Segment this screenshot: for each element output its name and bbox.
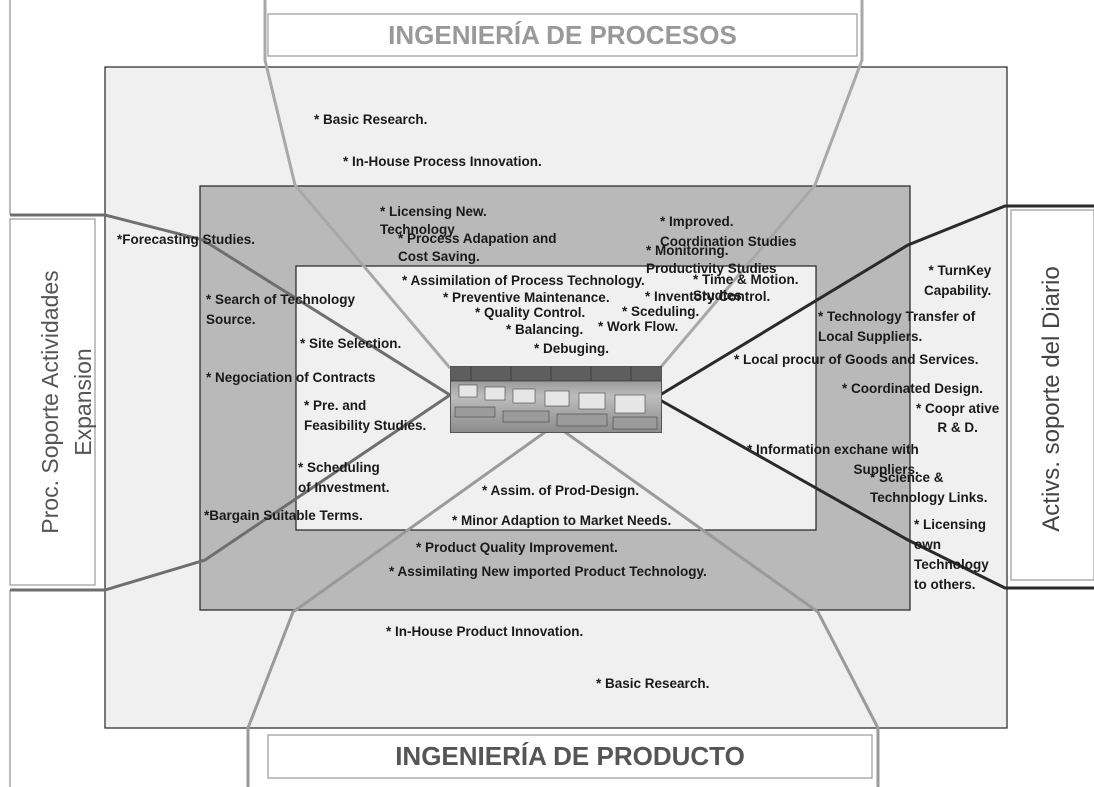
- left-title-box: [9, 218, 96, 586]
- label-inventory-control: * Inventory Control.: [645, 289, 771, 304]
- label-assimilating-new: * Assimilating New imported Product Tech…: [389, 564, 707, 579]
- label-coopr-rd: * Coopr ative R & D.: [916, 401, 1000, 435]
- label-science-tech-links: * Science & Technology Links.: [870, 470, 988, 505]
- label-licensing-new-tech: * Licensing New. Technology: [380, 204, 487, 237]
- factory-photo: [450, 366, 662, 433]
- left-title-line2: Expansion: [70, 348, 96, 456]
- label-pre-feasibility: * Pre. and Feasibility Studies.: [304, 398, 427, 433]
- label-bargain-terms: *Bargain Suitable Terms.: [204, 508, 363, 523]
- label-balancing: * Balancing.: [506, 322, 584, 337]
- top-left-connector: [263, 0, 452, 369]
- label-process-adapation: * Process Adapation and Cost Saving.: [398, 231, 557, 264]
- label-assimilation-process: * Assimilation of Process Technology.: [402, 273, 645, 288]
- label-search-technology: * Search of Technology Source.: [206, 292, 356, 327]
- label-in-house-process: * In-House Process Innovation.: [343, 154, 542, 169]
- label-preventive-maintenance: * Preventive Maintenance.: [443, 290, 610, 305]
- label-scheduling-investment: * Scheduling of Investment.: [298, 460, 390, 495]
- label-forecasting: *Forecasting Studies.: [117, 232, 256, 247]
- bottom-title-box: [267, 734, 873, 779]
- label-work-flow: * Work Flow.: [598, 319, 679, 334]
- label-tech-transfer: * Technology Transfer of Local Suppliers…: [818, 309, 976, 344]
- label-basic-research-bottom: * Basic Research.: [596, 676, 710, 691]
- label-licensing-own: * Licensing own Technology to others.: [914, 517, 989, 592]
- bottom-left-connector: [246, 423, 556, 787]
- label-improved-coordination: * Improved. Coordination Studies: [660, 214, 797, 249]
- label-product-quality: * Product Quality Improvement.: [416, 540, 618, 555]
- label-assim-prod-design: * Assim. of Prod-Design.: [482, 483, 640, 498]
- label-in-house-product: * In-House Product Innovation.: [386, 624, 584, 639]
- left-title-line1: Proc. Soporte Actividades: [37, 270, 63, 534]
- label-negociation-contracts: * Negociation of Contracts: [206, 370, 376, 385]
- left-bottom-connector: [10, 393, 451, 592]
- top-right-connector: [658, 0, 864, 369]
- top-title-box: [267, 13, 858, 57]
- label-quality-control: * Quality Control.: [475, 305, 586, 320]
- label-debuging: * Debuging.: [534, 341, 609, 356]
- label-time-motion: * Time & Motion. Studies: [693, 272, 799, 303]
- label-site-selection: * Site Selection.: [300, 336, 402, 351]
- label-basic-research-top: * Basic Research.: [314, 112, 428, 127]
- label-coordinated-design: * Coordinated Design.: [842, 381, 984, 396]
- right-title-box: [1010, 209, 1094, 581]
- right-bottom-connector: [659, 398, 1094, 590]
- bottom-title: INGENIERÍA DE PRODUCTO: [395, 741, 745, 771]
- label-sceduling: * Sceduling.: [622, 304, 700, 319]
- label-local-procur: * Local procur of Goods and Services.: [734, 352, 979, 367]
- label-information-exchane: * Information exchane with Suppliers.: [747, 442, 919, 477]
- label-minor-adaption: * Minor Adaption to Market Needs.: [452, 513, 672, 528]
- bottom-right-connector: [554, 423, 880, 787]
- right-top-connector: [659, 204, 1094, 397]
- top-title: INGENIERÍA DE PROCESOS: [388, 20, 737, 50]
- label-turnkey: * TurnKey Capability.: [924, 263, 992, 298]
- left-top-connector: [10, 213, 451, 397]
- label-monitoring-productivity: * Monitoring. Productivity Studies: [646, 243, 777, 276]
- right-title: Activs. soporte del Diario: [1038, 266, 1065, 532]
